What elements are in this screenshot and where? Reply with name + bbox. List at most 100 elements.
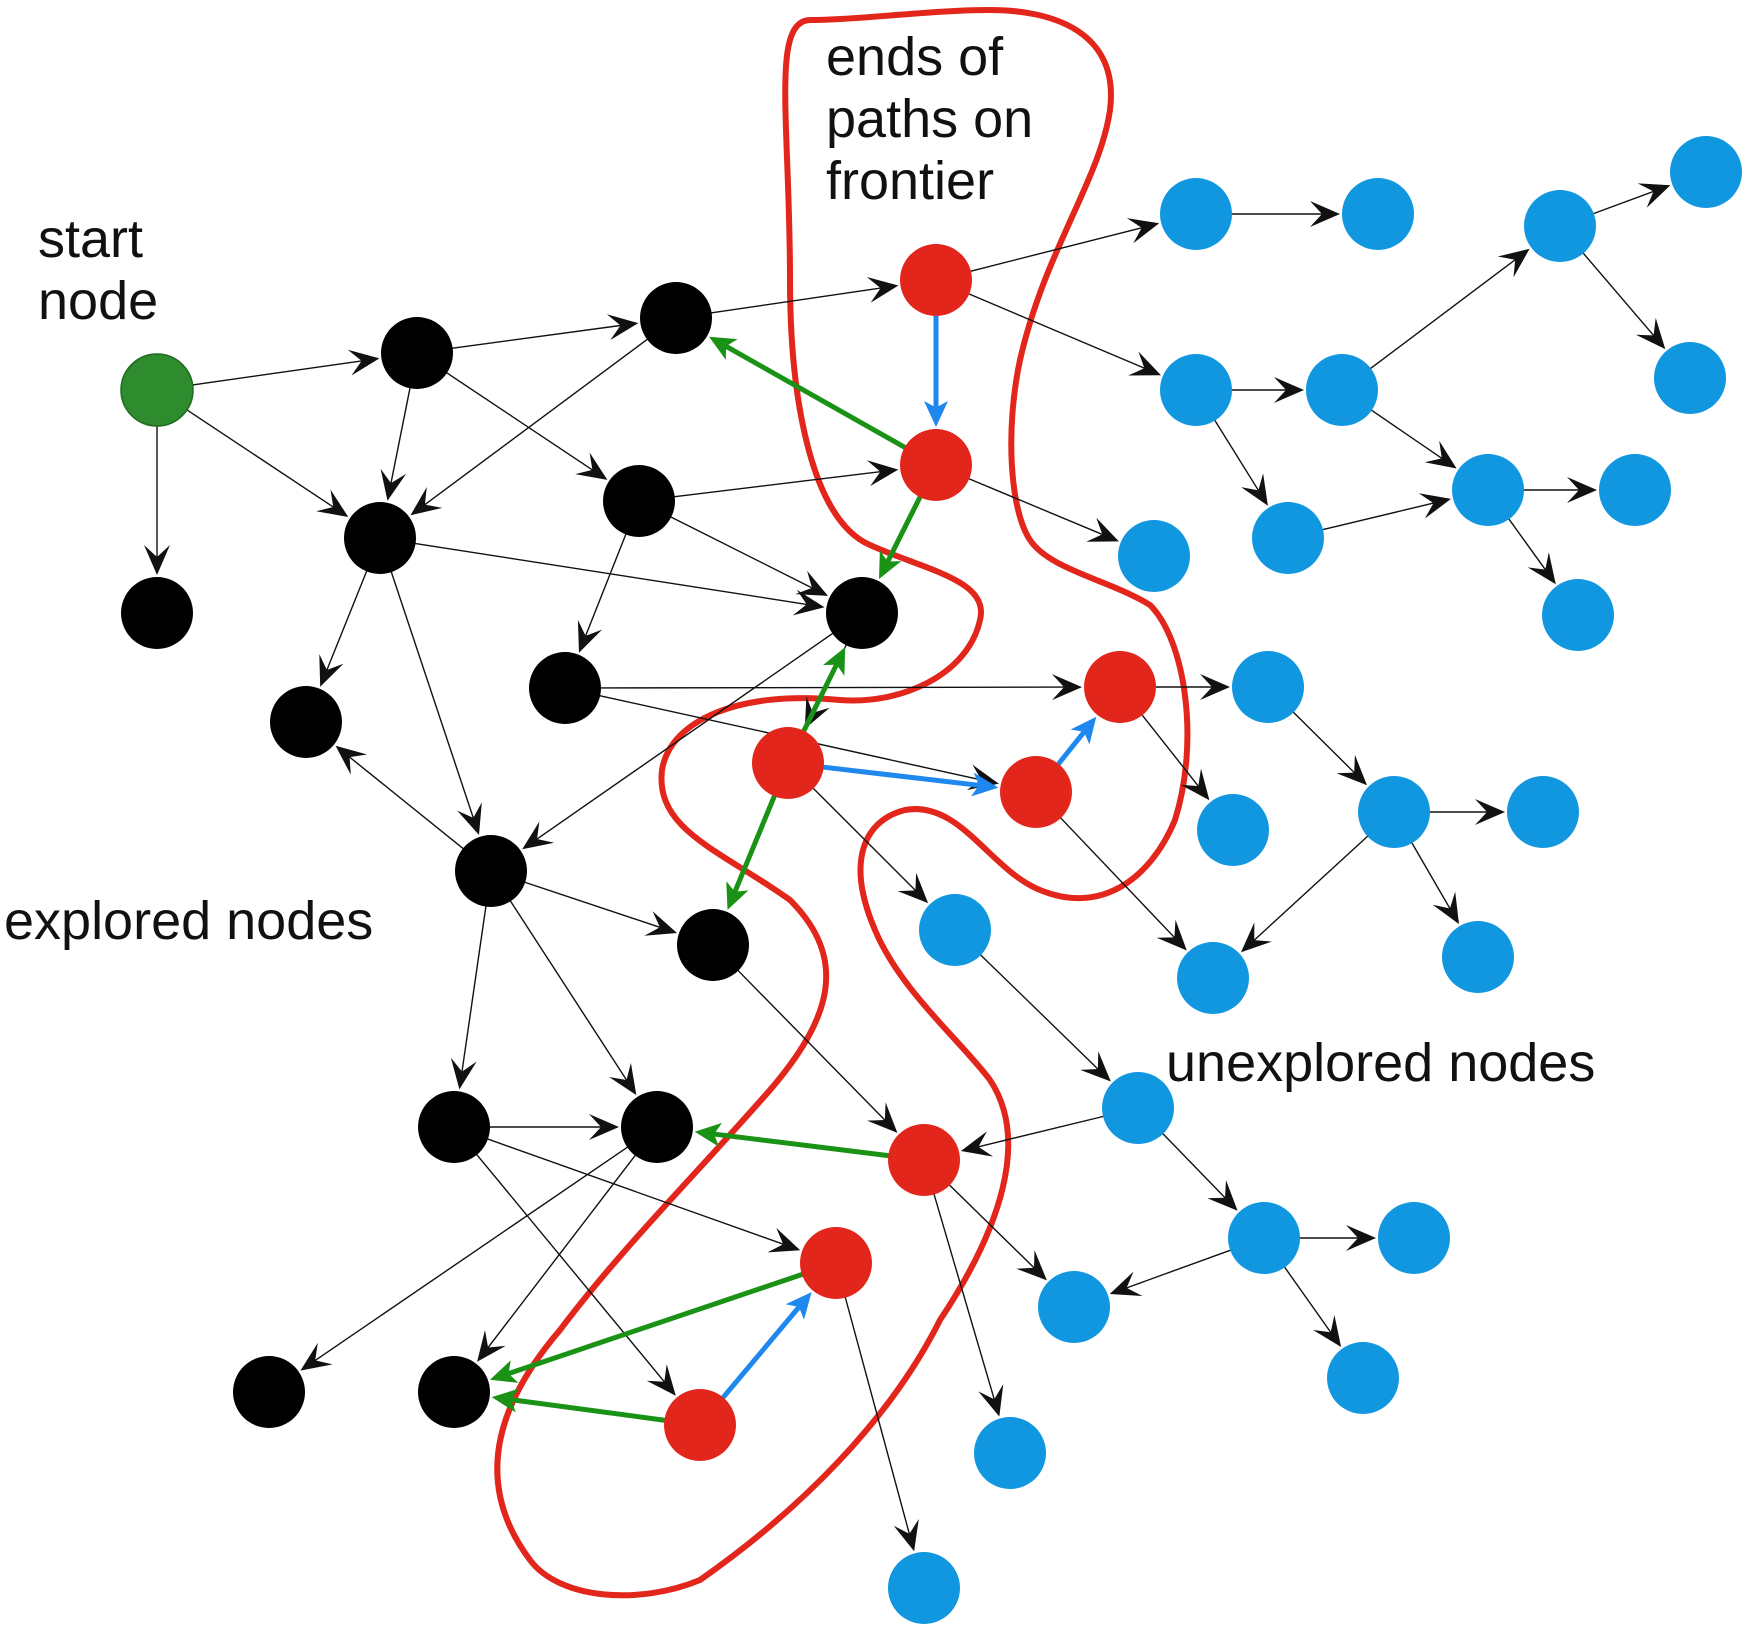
arrowhead-icon — [1070, 716, 1097, 745]
unexplored-node-U6 — [1670, 136, 1742, 208]
edge-normal-R5-U19 — [1060, 817, 1187, 951]
frontier-node-R7 — [800, 1227, 872, 1299]
arrowhead-icon — [410, 487, 443, 516]
arrowhead-icon — [1126, 218, 1160, 244]
unexplored-node-U16 — [1507, 776, 1579, 848]
arrowhead-icon — [1180, 768, 1210, 801]
arrowhead-icon — [1336, 754, 1367, 786]
explored-node-E — [121, 577, 193, 649]
frontier-node-R4 — [1084, 651, 1156, 723]
arrowhead-icon — [1475, 799, 1505, 825]
frontier-node-R8 — [664, 1389, 736, 1461]
arrowhead-icon — [589, 1114, 619, 1140]
arrowhead-icon — [319, 654, 344, 687]
edge-normal-D-H — [414, 542, 825, 616]
edge-normal-B-D — [410, 338, 648, 516]
edge-normal-U15-U17 — [1411, 842, 1459, 925]
edge-normal-U5-U10 — [1582, 252, 1666, 350]
edge-normal-L-R8 — [476, 1154, 676, 1396]
edge-normal-G-R4 — [600, 674, 1082, 701]
unexplored-node-U12 — [1118, 520, 1190, 592]
explored-node-M — [233, 1356, 305, 1428]
unexplored-node-U2 — [1342, 178, 1414, 250]
edge-normal-U1-U2 — [1231, 201, 1340, 227]
unexplored-node-U17 — [1442, 921, 1514, 993]
explored-node-N — [418, 1356, 490, 1428]
arrowhead-icon — [1418, 493, 1451, 519]
arrowhead-icon — [1109, 1271, 1143, 1296]
edge-normal-I-F — [335, 745, 464, 850]
edge-path-R2-B — [709, 336, 908, 450]
edge-normal-R3-U18 — [812, 787, 929, 904]
frontier-label-line2: paths on — [826, 89, 1034, 149]
edge-normal-R4-U14 — [1141, 714, 1210, 801]
arrowhead-icon — [822, 647, 846, 676]
arrowhead-icon — [606, 314, 639, 340]
edge-normal-I-J — [524, 881, 677, 936]
unexplored-node-U23 — [1038, 1271, 1110, 1343]
edge-normal-I-L — [450, 905, 487, 1090]
arrowhead-icon — [978, 1384, 1004, 1417]
arrowhead-icon — [609, 1062, 637, 1096]
edge-normal-R1-U3 — [968, 293, 1161, 376]
arrowhead-icon — [490, 1360, 519, 1383]
edge-normal-U21-U22 — [1299, 1225, 1376, 1251]
unexplored-node-U22 — [1378, 1202, 1450, 1274]
edge-normal-C-G — [577, 533, 627, 653]
edge-normal-S-D — [186, 409, 349, 517]
edge-normal-K-M — [300, 1146, 628, 1371]
arrowhead-icon — [1086, 517, 1119, 542]
arrowhead-icon — [1241, 922, 1272, 953]
explored-node-J — [677, 909, 749, 981]
edge-normal-U21-U23 — [1109, 1249, 1231, 1296]
edge-path-R6-K — [694, 1122, 891, 1159]
edge-normal-U13-U15 — [1292, 711, 1367, 786]
arrowhead-icon — [1313, 1315, 1342, 1347]
unexplored-node-U13 — [1232, 651, 1304, 723]
arrowhead-icon — [897, 872, 929, 904]
explored-node-D — [344, 502, 416, 574]
edge-normal-U5-U6 — [1593, 183, 1671, 215]
edge-path-R3-J — [726, 793, 777, 910]
arrowhead-icon — [1635, 317, 1666, 350]
arrowhead-icon — [879, 550, 902, 579]
unexplored-node-U7 — [1452, 454, 1524, 526]
arrowhead-icon — [1052, 674, 1082, 701]
explored-nodes-label: explored nodes — [4, 891, 374, 951]
edge-normal-K-N — [477, 1154, 636, 1362]
arrowhead-icon — [1207, 1180, 1238, 1211]
edge-normal-A-D — [380, 387, 411, 501]
edge-path-R8-N — [491, 1388, 667, 1423]
arrowhead-icon — [924, 401, 948, 427]
arrowhead-icon — [380, 468, 407, 501]
arrowhead-icon — [1274, 377, 1304, 403]
arrowhead-icon — [1527, 552, 1556, 585]
start-node-label-line1: start — [38, 209, 144, 269]
edge-normal-L-K — [489, 1114, 619, 1140]
explored-node-C — [603, 465, 675, 537]
unexplored-node-U3 — [1160, 354, 1232, 426]
arrowhead-icon — [1016, 1250, 1047, 1281]
start-node-label-line2: node — [38, 271, 159, 331]
edge-normal-D-I — [390, 571, 482, 835]
edge-path-R7-N — [490, 1272, 805, 1383]
start-node-S — [120, 353, 194, 427]
arrowhead-icon — [1128, 351, 1161, 376]
arrowhead-icon — [347, 349, 380, 376]
arrowhead-icon — [522, 821, 555, 850]
frontier-label-line3: frontier — [826, 151, 995, 211]
frontier-boundary — [494, 7, 1191, 1599]
edge-normal-U15-U16 — [1429, 799, 1505, 825]
edge-frontier-R3-R5 — [821, 764, 999, 797]
arrowhead-icon — [1497, 248, 1530, 278]
arrowhead-icon — [867, 1102, 898, 1133]
edge-frontier-R5-R4 — [1055, 716, 1097, 767]
edge-normal-B-R1 — [710, 277, 899, 314]
unexplored-node-U15 — [1358, 776, 1430, 848]
edge-normal-U4-U5 — [1370, 248, 1530, 370]
unexplored-node-U21 — [1228, 1202, 1300, 1274]
edge-normal-S-A — [191, 349, 380, 386]
edge-normal-R6-U25 — [933, 1193, 1004, 1417]
edge-normal-I-K — [509, 900, 637, 1096]
